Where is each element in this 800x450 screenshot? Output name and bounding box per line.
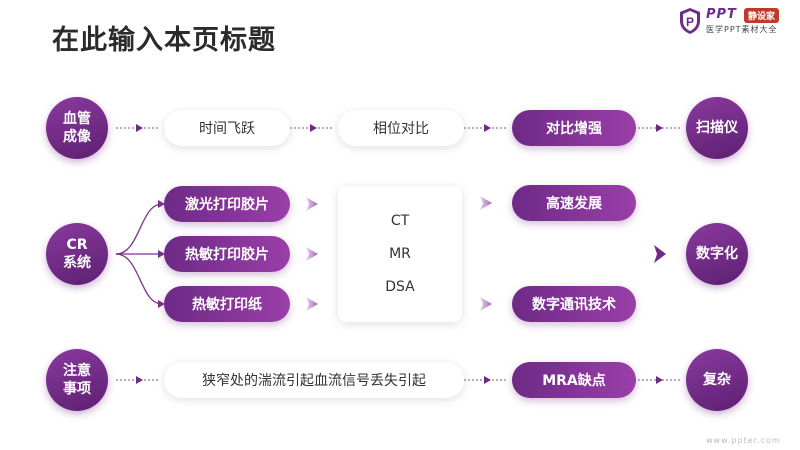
circle-cr-system: CR 系统 bbox=[46, 223, 108, 285]
logo-brand: PPT bbox=[706, 7, 737, 22]
svg-text:P: P bbox=[686, 15, 694, 29]
shield-logo-icon: P bbox=[680, 8, 700, 34]
logo-tag: 静设家 bbox=[744, 8, 780, 23]
modality-ct: CT bbox=[390, 213, 410, 229]
modality-dsa: DSA bbox=[385, 279, 415, 295]
pill-rapid-development: 高速发展 bbox=[512, 185, 636, 221]
brand-logo: P PPT 静设家 医学PPT素材大全 bbox=[678, 7, 796, 37]
logo-subtitle: 医学PPT素材大全 bbox=[706, 25, 778, 34]
page-title: 在此输入本页标题 bbox=[52, 25, 276, 56]
pill-contrast-enhanced: 对比增强 bbox=[512, 110, 636, 146]
pill-thermal-paper: 热敏打印纸 bbox=[164, 286, 290, 322]
watermark-text: www.ppter.com bbox=[706, 436, 781, 445]
circle-vascular-imaging: 血管 成像 bbox=[46, 97, 108, 159]
pill-phase-contrast: 相位对比 bbox=[338, 110, 464, 146]
circle-complex: 复杂 bbox=[686, 349, 748, 411]
pill-time-of-flight: 时间飞跃 bbox=[164, 110, 290, 146]
modality-box: CT MR DSA bbox=[338, 186, 462, 322]
pill-mra-drawback: MRA缺点 bbox=[512, 362, 636, 398]
circle-notes: 注意 事项 bbox=[46, 349, 108, 411]
pill-laser-film: 激光打印胶片 bbox=[164, 186, 290, 222]
pill-digital-communication: 数字通讯技术 bbox=[512, 286, 636, 322]
pill-thermal-film: 热敏打印胶片 bbox=[164, 236, 290, 272]
circle-digitalization: 数字化 bbox=[686, 223, 748, 285]
modality-mr: MR bbox=[389, 246, 411, 262]
circle-scanner: 扫描仪 bbox=[686, 97, 748, 159]
pill-stenosis-signal-loss: 狭窄处的湍流引起血流信号丢失引起 bbox=[164, 362, 464, 398]
